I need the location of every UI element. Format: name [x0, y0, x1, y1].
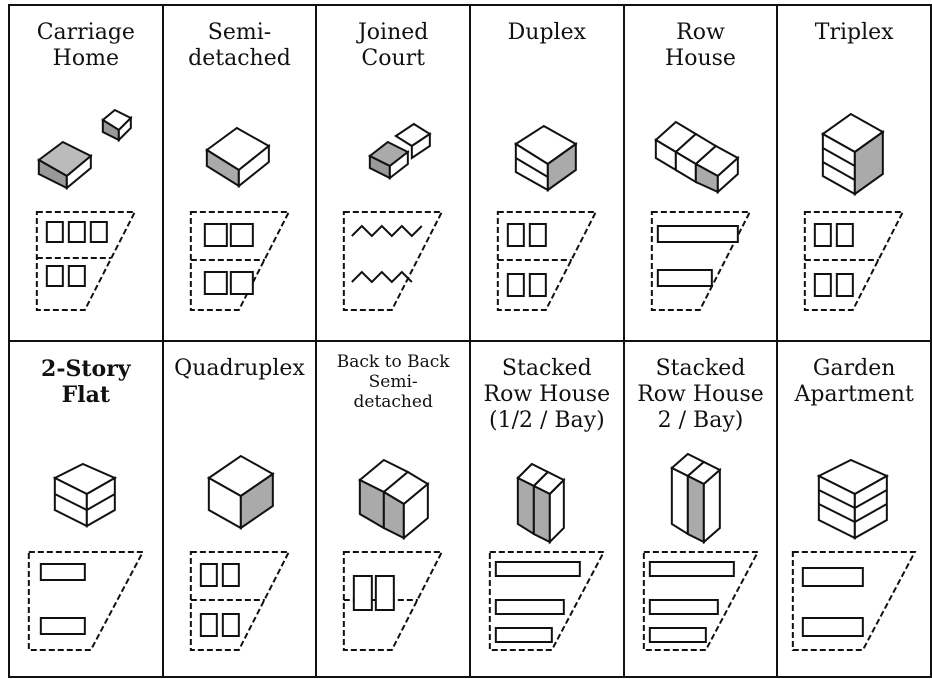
cell-stacked-row-house-half-bay: Stacked Row House (1/2 / Bay) — [471, 342, 625, 678]
duplex-illustration — [471, 94, 623, 204]
cell-quadruplex: Quadruplex — [164, 342, 318, 678]
label-duplex: Duplex — [471, 20, 623, 46]
label-stacked-row-house-half-bay: Stacked Row House (1/2 / Bay) — [471, 356, 623, 434]
cell-garden-apartment: Garden Apartment — [778, 342, 932, 678]
label-triplex: Triplex — [778, 20, 930, 46]
stacked-row-house-half-bay-illustration — [471, 438, 623, 548]
quadruplex-site-plan — [164, 542, 316, 658]
cell-back-to-back-semi-detached: Back to Back Semi- detached — [317, 342, 471, 678]
semi-detached-site-plan — [164, 202, 316, 318]
cell-joined-court: Joined Court — [317, 6, 471, 342]
label-row-house: Row House — [625, 20, 777, 72]
joined-court-illustration — [317, 94, 469, 204]
garden-apartment-illustration — [778, 438, 930, 548]
label-2-story-flat: 2-Story Flat — [10, 356, 162, 408]
cell-duplex: Duplex — [471, 6, 625, 342]
cell-carriage-home: Carriage Home — [10, 6, 164, 342]
garden-apartment-site-plan — [778, 542, 930, 658]
cell-2-story-flat: 2-Story Flat — [10, 342, 164, 678]
2-story-flat-illustration — [10, 438, 162, 548]
semi-detached-illustration — [164, 94, 316, 204]
stacked-row-house-2-bay-site-plan — [625, 542, 777, 658]
back-to-back-site-plan — [317, 542, 469, 658]
triplex-site-plan — [778, 202, 930, 318]
label-joined-court: Joined Court — [317, 20, 469, 72]
label-semi-detached: Semi- detached — [164, 20, 316, 72]
2-story-flat-site-plan — [10, 542, 162, 658]
row-house-illustration — [625, 94, 777, 204]
cell-row-house: Row House — [625, 6, 779, 342]
joined-court-site-plan — [317, 202, 469, 318]
duplex-site-plan — [471, 202, 623, 318]
carriage-home-illustration — [10, 94, 162, 204]
back-to-back-illustration — [317, 438, 469, 548]
label-garden-apartment: Garden Apartment — [778, 356, 930, 408]
triplex-illustration — [778, 94, 930, 204]
row-house-site-plan — [625, 202, 777, 318]
housing-types-grid: Carriage Home — [8, 4, 932, 678]
cell-semi-detached: Semi- detached — [164, 6, 318, 342]
label-quadruplex: Quadruplex — [164, 356, 316, 382]
cell-triplex: Triplex — [778, 6, 932, 342]
stacked-row-house-2-bay-illustration — [625, 438, 777, 548]
stacked-row-house-half-bay-site-plan — [471, 542, 623, 658]
label-carriage-home: Carriage Home — [10, 20, 162, 72]
label-back-to-back-semi-detached: Back to Back Semi- detached — [317, 352, 469, 412]
quadruplex-illustration — [164, 438, 316, 548]
cell-stacked-row-house-2-bay: Stacked Row House 2 / Bay) — [625, 342, 779, 678]
label-stacked-row-house-2-bay: Stacked Row House 2 / Bay) — [625, 356, 777, 434]
carriage-home-site-plan — [10, 202, 162, 318]
